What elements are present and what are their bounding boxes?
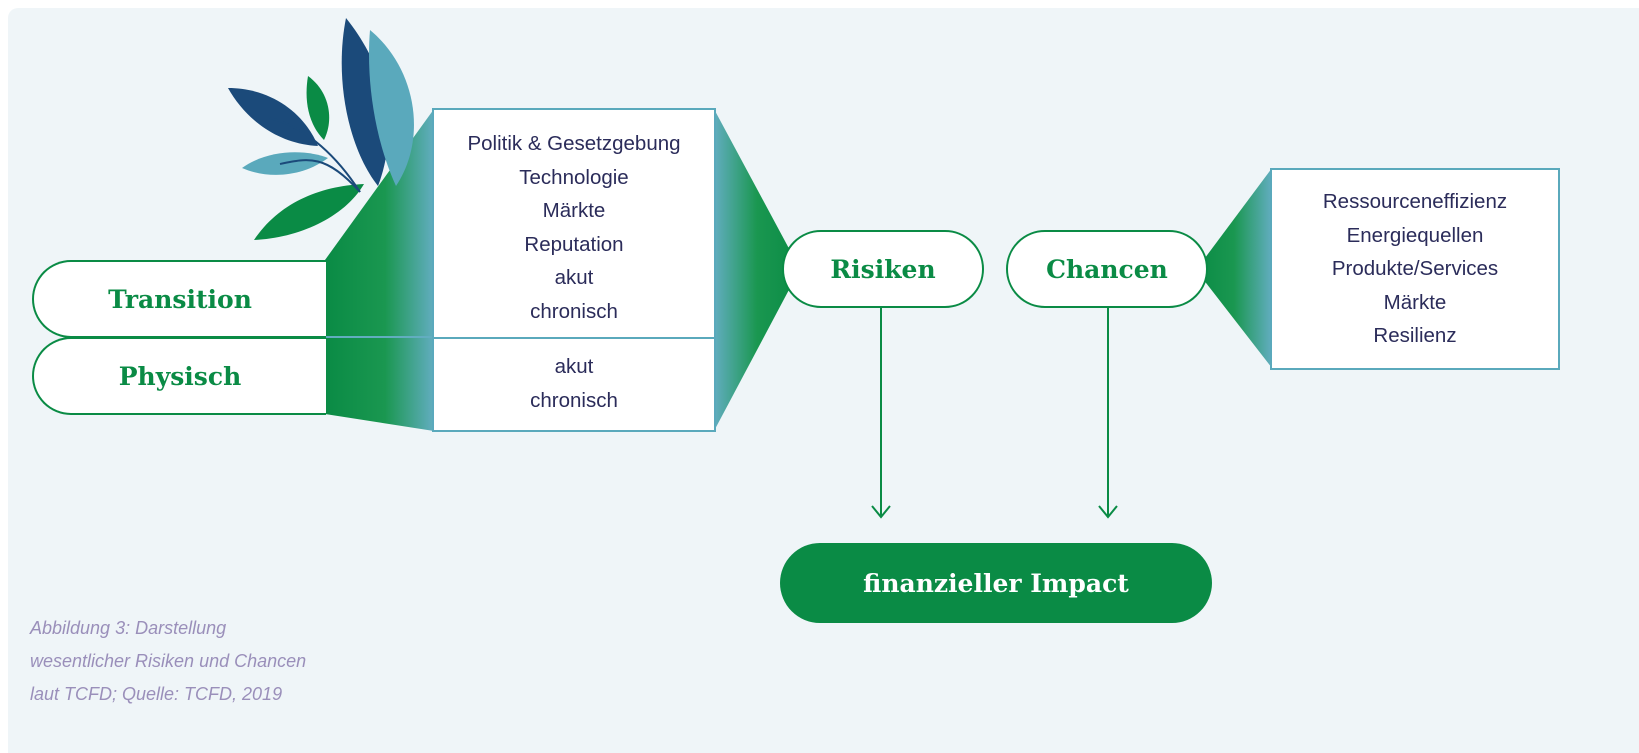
caption-line: laut TCFD; Quelle: TCFD, 2019	[30, 684, 283, 704]
diagram-canvas: Transition Physisch Politik & Gesetzgebu…	[8, 8, 1639, 753]
leaves-illustration	[228, 18, 414, 240]
risks-arrow	[871, 308, 891, 519]
transition-category: Transition	[32, 260, 326, 338]
list-item: Technologie	[519, 165, 629, 189]
left-connector	[325, 109, 434, 431]
list-item: Märkte	[1383, 290, 1447, 314]
risks-connector	[714, 109, 800, 431]
opportunity-items-box: Ressourceneffizienz Energiequellen Produ…	[1270, 168, 1560, 370]
risks-node: Risiken	[782, 230, 984, 308]
physical-items-list: akut chronisch	[434, 350, 714, 417]
transition-items-list: Politik & Gesetzgebung Technologie Märkt…	[434, 127, 714, 328]
list-item: chronisch	[530, 388, 618, 412]
opportunities-connector	[1196, 168, 1272, 368]
opportunities-node: Chancen	[1006, 230, 1208, 308]
list-item: Märkte	[542, 199, 606, 222]
physical-label: Physisch	[118, 361, 242, 391]
list-item: akut	[554, 266, 594, 289]
opportunity-items-list: Ressourceneffizienz Energiequellen Produ…	[1272, 185, 1558, 353]
transition-label: Transition	[108, 284, 252, 314]
opportunities-label: Chancen	[1046, 254, 1168, 284]
list-item: Energiequellen	[1346, 223, 1484, 247]
diagram-graphics	[228, 18, 1272, 519]
risk-items-box: Politik & Gesetzgebung Technologie Märkt…	[432, 108, 716, 432]
figure-caption: Abbildung 3: Darstellung wesentlicher Ri…	[30, 612, 306, 711]
list-item: Produkte/Services	[1331, 257, 1499, 280]
physical-category: Physisch	[32, 337, 326, 415]
list-item: chronisch	[530, 299, 618, 323]
financial-impact-node: finanzieller Impact	[780, 543, 1212, 623]
list-item: Reputation	[524, 232, 624, 256]
list-item: Ressourceneffizienz	[1322, 190, 1508, 213]
box-divider	[434, 337, 714, 339]
list-item: Politik & Gesetzgebung	[467, 132, 681, 155]
list-item: Resilienz	[1373, 324, 1457, 347]
financial-impact-label: finanzieller Impact	[863, 568, 1129, 598]
risks-label: Risiken	[830, 254, 936, 284]
opportunities-arrow	[1098, 308, 1118, 519]
caption-line: wesentlicher Risiken und Chancen	[30, 651, 307, 671]
list-item: akut	[554, 355, 594, 378]
caption-line: Abbildung 3: Darstellung	[30, 618, 227, 638]
